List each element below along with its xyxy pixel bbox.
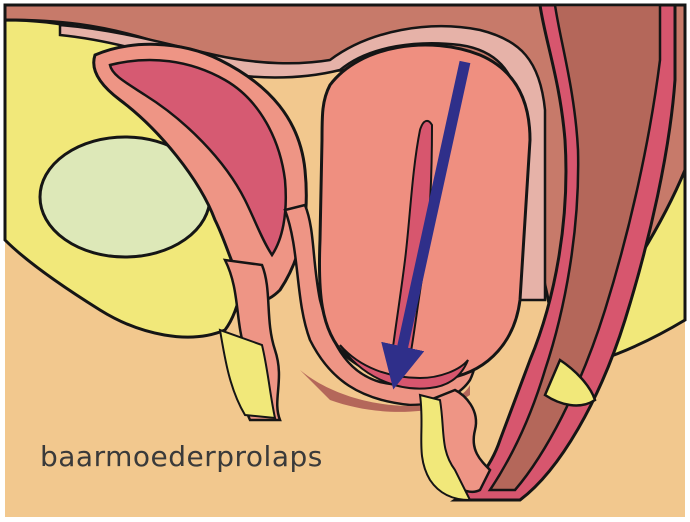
diagram-caption: baarmoederprolaps: [40, 440, 323, 473]
